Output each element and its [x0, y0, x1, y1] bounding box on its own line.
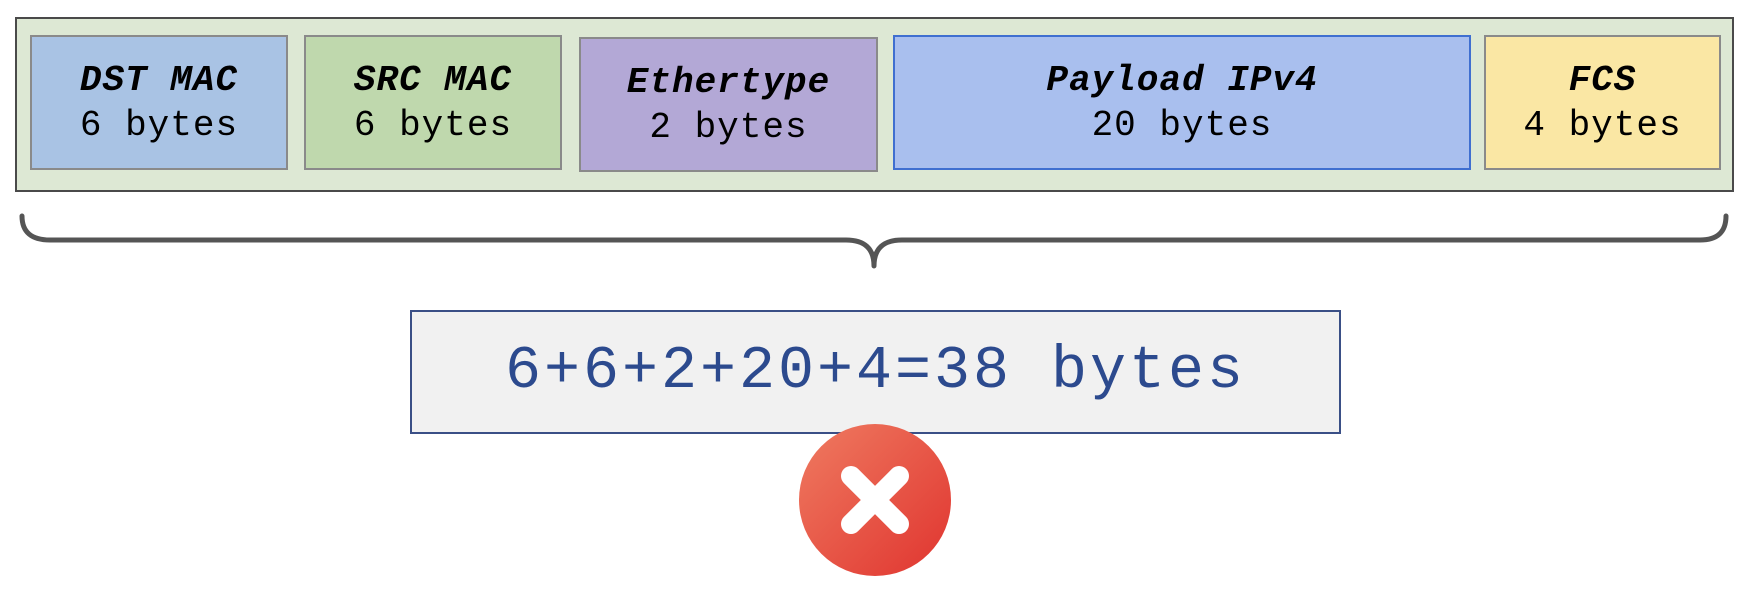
x-circle-icon: [799, 424, 951, 576]
field-size: 6 bytes: [353, 104, 513, 146]
field-name: Payload IPv4: [1046, 59, 1318, 101]
field-name: FCS: [1568, 59, 1637, 101]
field-name: DST MAC: [79, 59, 239, 101]
field-fcs: FCS 4 bytes: [1484, 35, 1721, 170]
sum-text: 6+6+2+20+4=38 bytes: [504, 338, 1247, 406]
field-dst-mac: DST MAC 6 bytes: [30, 35, 288, 170]
field-size: 2 bytes: [649, 106, 808, 148]
field-size: 4 bytes: [1523, 104, 1682, 146]
field-name: Ethertype: [626, 61, 831, 103]
ethernet-frame: DST MAC 6 bytes SRC MAC 6 bytes Ethertyp…: [15, 17, 1734, 192]
field-src-mac: SRC MAC 6 bytes: [304, 35, 562, 170]
field-size: 20 bytes: [1091, 104, 1273, 146]
sum-box: 6+6+2+20+4=38 bytes: [410, 310, 1341, 434]
field-size: 6 bytes: [79, 104, 239, 146]
field-payload-ipv4: Payload IPv4 20 bytes: [893, 35, 1471, 170]
field-name: SRC MAC: [353, 59, 513, 101]
field-ethertype: Ethertype 2 bytes: [579, 37, 878, 172]
curly-brace: [19, 213, 1729, 269]
